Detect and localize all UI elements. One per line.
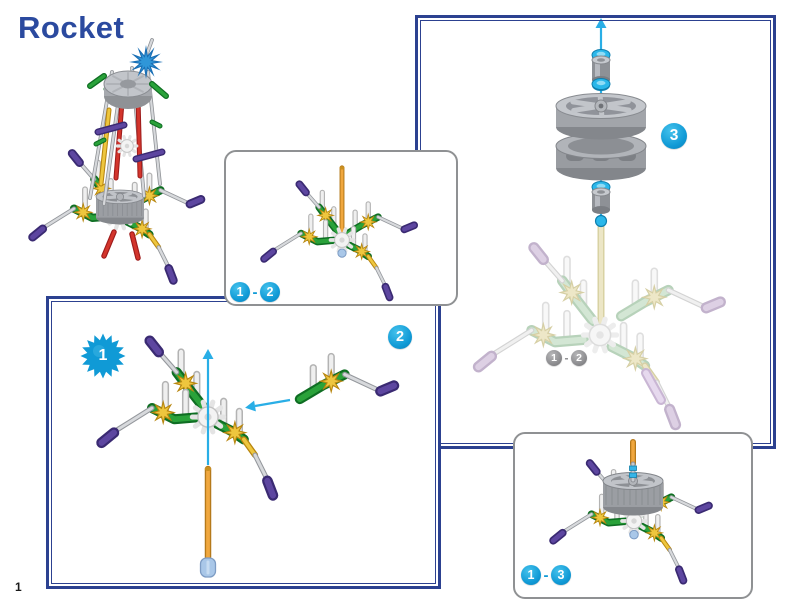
page-title: Rocket [18, 10, 125, 45]
range-end-badge: 2 [260, 282, 280, 302]
range-start-badge: 1 [230, 282, 250, 302]
range-badges-1-3: 1 - 3 [521, 565, 571, 585]
ghost-range-badges-1-2: 1 - 2 [546, 350, 587, 366]
starburst-icon [80, 333, 126, 379]
panel-step-3 [415, 15, 776, 449]
step-1-starburst-badge: 1 [80, 333, 126, 379]
step-2-number: 2 [395, 328, 405, 345]
step-1-number: 1 [98, 347, 108, 364]
final-base-illustration [549, 439, 713, 585]
ghost-range-dash: - [564, 351, 569, 365]
range-start-badge: 1 [521, 565, 541, 585]
step-3-badge: 3 [661, 123, 687, 149]
panel-preview-1-2 [224, 150, 458, 306]
range-badges-1-2: 1 - 2 [230, 282, 280, 302]
range-end-badge: 3 [551, 565, 571, 585]
ghost-range-end-badge: 2 [571, 350, 587, 366]
wheel-assembly-illustration [472, 18, 726, 431]
completed-rocket-illustration [28, 38, 206, 285]
page-number: 1 [15, 580, 22, 594]
base-assembly-illustration [96, 335, 400, 578]
step-2-badge: 2 [388, 325, 412, 349]
range-dash: - [543, 566, 549, 584]
range-dash: - [252, 283, 258, 301]
step-3-number: 3 [669, 127, 679, 145]
ghost-range-start-badge: 1 [546, 350, 562, 366]
base-complete-illustration [260, 165, 419, 302]
